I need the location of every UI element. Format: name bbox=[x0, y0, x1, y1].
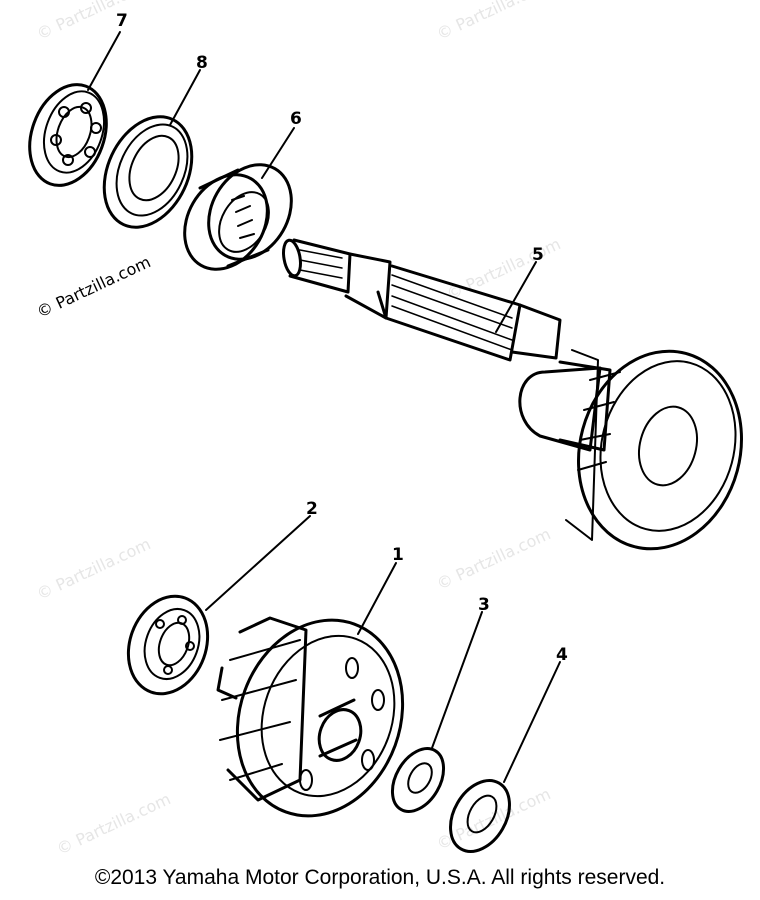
callout-1: 1 bbox=[392, 545, 404, 565]
callout-5: 5 bbox=[532, 245, 544, 265]
needle-bearing-part-6 bbox=[183, 163, 293, 271]
leader-line-6 bbox=[261, 127, 295, 179]
leader-line-8 bbox=[169, 69, 201, 126]
watermark: © Partzilla.com bbox=[434, 0, 554, 44]
bearing-part-7 bbox=[28, 83, 108, 187]
washer-part-4 bbox=[449, 779, 511, 853]
callout-2: 2 bbox=[306, 499, 318, 519]
watermark: © Partzilla.com bbox=[444, 234, 564, 303]
callout-8: 8 bbox=[196, 53, 208, 73]
leader-line-5 bbox=[495, 261, 537, 333]
leader-line-3 bbox=[431, 611, 483, 749]
copyright-notice: ©2013 Yamaha Motor Corporation, U.S.A. A… bbox=[94, 866, 666, 889]
watermark: © Partzilla.com bbox=[34, 0, 154, 44]
leader-line-7 bbox=[87, 31, 121, 91]
gear-part-1 bbox=[216, 616, 405, 818]
watermark: © Partzilla.com bbox=[34, 534, 154, 603]
watermark-dark: © Partzilla.com bbox=[34, 252, 154, 321]
callout-3: 3 bbox=[478, 595, 490, 615]
leader-line-2 bbox=[205, 515, 311, 611]
leader-line-1 bbox=[357, 562, 397, 635]
watermark: © Partzilla.com bbox=[434, 524, 554, 593]
watermark: © Partzilla.com bbox=[54, 789, 174, 858]
callout-6: 6 bbox=[290, 109, 302, 129]
callouts: 7 8 6 5 2 1 3 4 bbox=[116, 11, 568, 665]
main-axle-part-5 bbox=[282, 238, 743, 551]
callout-7: 7 bbox=[116, 11, 128, 31]
washer-part-3 bbox=[390, 747, 446, 813]
leader-line-4 bbox=[503, 661, 561, 783]
callout-4: 4 bbox=[556, 645, 568, 665]
bearing-part-2 bbox=[126, 594, 210, 696]
leader-lines bbox=[87, 31, 561, 783]
